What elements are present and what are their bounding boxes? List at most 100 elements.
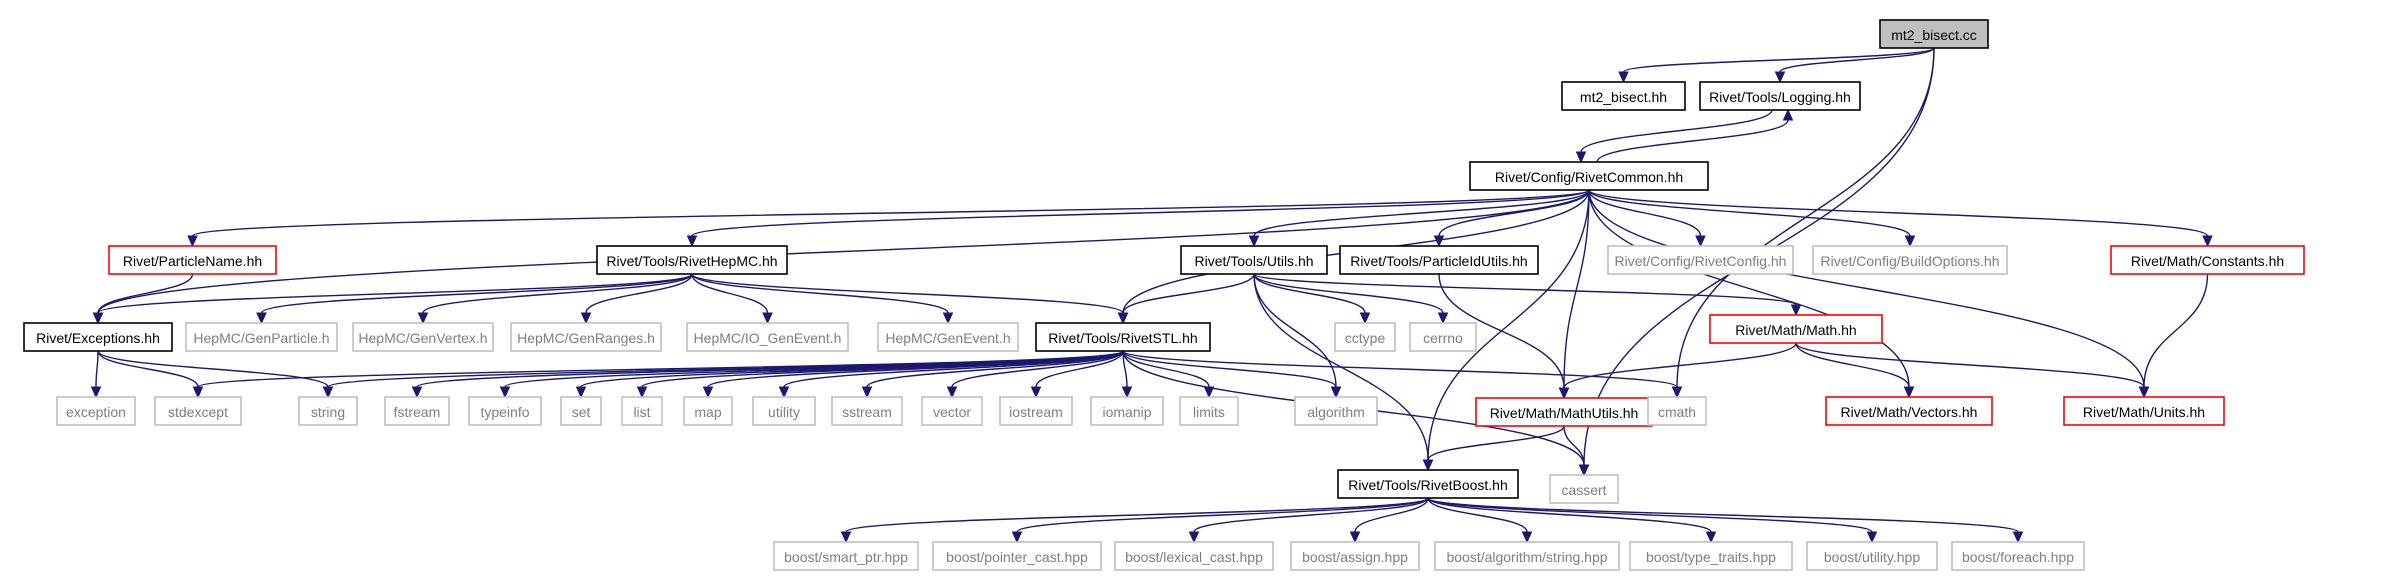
arrowhead (1248, 235, 1260, 248)
node-box (468, 396, 542, 426)
node-rivet-particlename-hh[interactable]: Rivet/ParticleName.hh (108, 245, 277, 275)
node-rivet-math-mathutils-hh[interactable]: Rivet/Math/MathUtils.hh (1475, 397, 1653, 427)
arrowhead (1011, 531, 1023, 544)
node-cctype: cctype (1334, 322, 1396, 352)
node-box (1409, 322, 1477, 352)
node-rivet-tools-logging-hh[interactable]: Rivet/Tools/Logging.hh (1699, 81, 1861, 111)
node-iostream: iostream (999, 396, 1073, 426)
edge-hepmc-to-iogenevent (691, 273, 773, 325)
arrowhead (1117, 312, 1129, 325)
node-label: Rivet/Math/Vectors.hh (1841, 404, 1978, 420)
node-label: Rivet/Tools/RivetBoost.hh (1348, 477, 1508, 493)
node-label: mt2_bisect.hh (1580, 89, 1667, 105)
node-box (621, 396, 663, 426)
node-box (877, 322, 1019, 352)
node-rivet-config-buildoptions-hh: Rivet/Config/BuildOptions.hh (1812, 245, 2008, 275)
node-label: iomanip (1102, 404, 1151, 420)
node-rivet-math-constants-hh[interactable]: Rivet/Math/Constants.hh (2110, 245, 2305, 275)
arrowhead (2012, 531, 2024, 544)
node-rivet-exceptions-hh[interactable]: Rivet/Exceptions.hh (23, 322, 173, 352)
node-box (1339, 245, 1539, 275)
node-label: Rivet/Math/MathUtils.hh (1490, 405, 1639, 421)
node-rivet-tools-rivethepmc-hh[interactable]: Rivet/Tools/RivetHepMC.hh (596, 245, 788, 275)
node-rivet-config-rivetcommon-hh[interactable]: Rivet/Config/RivetCommon.hh (1469, 161, 1709, 191)
edge-common-to-constants (1588, 189, 2213, 248)
node-box (596, 245, 788, 275)
edge-stl-to-cmath (1122, 350, 1683, 399)
arrowhead (499, 386, 511, 399)
node-boost-foreach-hpp: boost/foreach.hpp (1951, 541, 2085, 571)
arrowhead (92, 312, 104, 325)
node-exception: exception (56, 396, 136, 426)
node-box (1709, 314, 1883, 344)
node-label: HepMC/GenEvent.h (885, 330, 1010, 346)
arrowhead (702, 386, 714, 399)
arrowhead (580, 312, 592, 325)
arrowhead (1904, 235, 1916, 248)
node-rivet-tools-rivetboost-hh[interactable]: Rivet/Tools/RivetBoost.hh (1337, 469, 1519, 499)
node-rivet-math-math-hh[interactable]: Rivet/Math/Math.hh (1709, 314, 1883, 344)
node-utility: utility (752, 396, 816, 426)
node-label: cmath (1658, 404, 1696, 420)
node-list: list (621, 396, 663, 426)
node-label: Rivet/Math/Math.hh (1735, 322, 1856, 338)
node-cassert: cassert (1549, 474, 1619, 504)
edge-exceptions-to-exception (90, 350, 102, 399)
edge-stl-to-utility (778, 350, 1124, 399)
node-box (1629, 541, 1793, 571)
node-box (23, 322, 173, 352)
arrowhead (1695, 235, 1706, 248)
edge-stl-to-sstream (861, 350, 1124, 399)
edge-common-to-mathutils (1558, 189, 1590, 400)
node-rivet-tools-particleidutils-hh[interactable]: Rivet/Tools/ParticleIdUtils.hh (1339, 245, 1539, 275)
edge-boost-to-pcast (1011, 497, 1429, 544)
node-label: vector (933, 404, 971, 420)
arrowhead (2202, 235, 2213, 248)
node-algorithm: algorithm (1294, 396, 1378, 426)
arrowhead (187, 235, 198, 248)
arrowhead (946, 386, 958, 399)
edge-stl-to-vector (946, 350, 1124, 399)
node-label: fstream (394, 404, 441, 420)
node-label: exception (66, 404, 126, 420)
node-hepmc-genvertex-h: HepMC/GenVertex.h (352, 322, 494, 352)
arrowhead (778, 386, 790, 399)
node-mt2-bisect-cc[interactable]: mt2_bisect.cc (1879, 19, 1989, 49)
node-rivet-tools-rivetstl-hh[interactable]: Rivet/Tools/RivetSTL.hh (1035, 322, 1211, 352)
edge-common-to-logging (1596, 108, 1794, 163)
node-box (2110, 245, 2305, 275)
arrowhead (1790, 304, 1802, 317)
node-label: mt2_bisect.cc (1891, 27, 1977, 43)
node-box (154, 396, 242, 426)
node-map: map (683, 396, 733, 426)
node-rivet-math-units-hh[interactable]: Rivet/Math/Units.hh (2063, 396, 2225, 426)
edge-pname-to-exceptions (92, 273, 194, 325)
node-label: iostream (1009, 404, 1063, 420)
arrowhead (1705, 531, 1717, 544)
arrowhead (2138, 386, 2150, 399)
edge-boost-to-algstring (1427, 497, 1533, 544)
edge-mathutils-to-cassert (1563, 425, 1590, 477)
edge-hepmc-to-stl (691, 273, 1129, 325)
edge-boost-to-butility (1427, 497, 1878, 544)
arrowhead (192, 386, 204, 399)
node-label: list (633, 404, 650, 420)
node-label: set (572, 404, 591, 420)
node-mt2-bisect-hh[interactable]: mt2_bisect.hh (1561, 81, 1686, 111)
node-label: Rivet/Config/RivetCommon.hh (1495, 169, 1683, 185)
edge-boost-to-assign (1349, 497, 1429, 544)
node-box (1951, 541, 2085, 571)
node-box (384, 396, 450, 426)
node-label: boost/assign.hpp (1302, 549, 1408, 565)
edge-utils-to-boost (1253, 273, 1434, 472)
edge-common-to-rconfig (1588, 189, 1706, 248)
node-label: cctype (1345, 330, 1386, 346)
node-rivet-math-vectors-hh[interactable]: Rivet/Math/Vectors.hh (1825, 396, 1993, 426)
file-nodes: mt2_bisect.cc mt2_bisect.hh Rivet/Tools/Lo… (23, 19, 2305, 571)
node-rivet-tools-utils-hh[interactable]: Rivet/Tools/Utils.hh (1180, 245, 1328, 275)
node-label: Rivet/Config/BuildOptions.hh (1821, 253, 2000, 269)
node-box (1035, 322, 1211, 352)
arrowhead (1903, 386, 1915, 399)
node-boost-type-traits-hpp: boost/type_traits.hpp (1629, 541, 1793, 571)
